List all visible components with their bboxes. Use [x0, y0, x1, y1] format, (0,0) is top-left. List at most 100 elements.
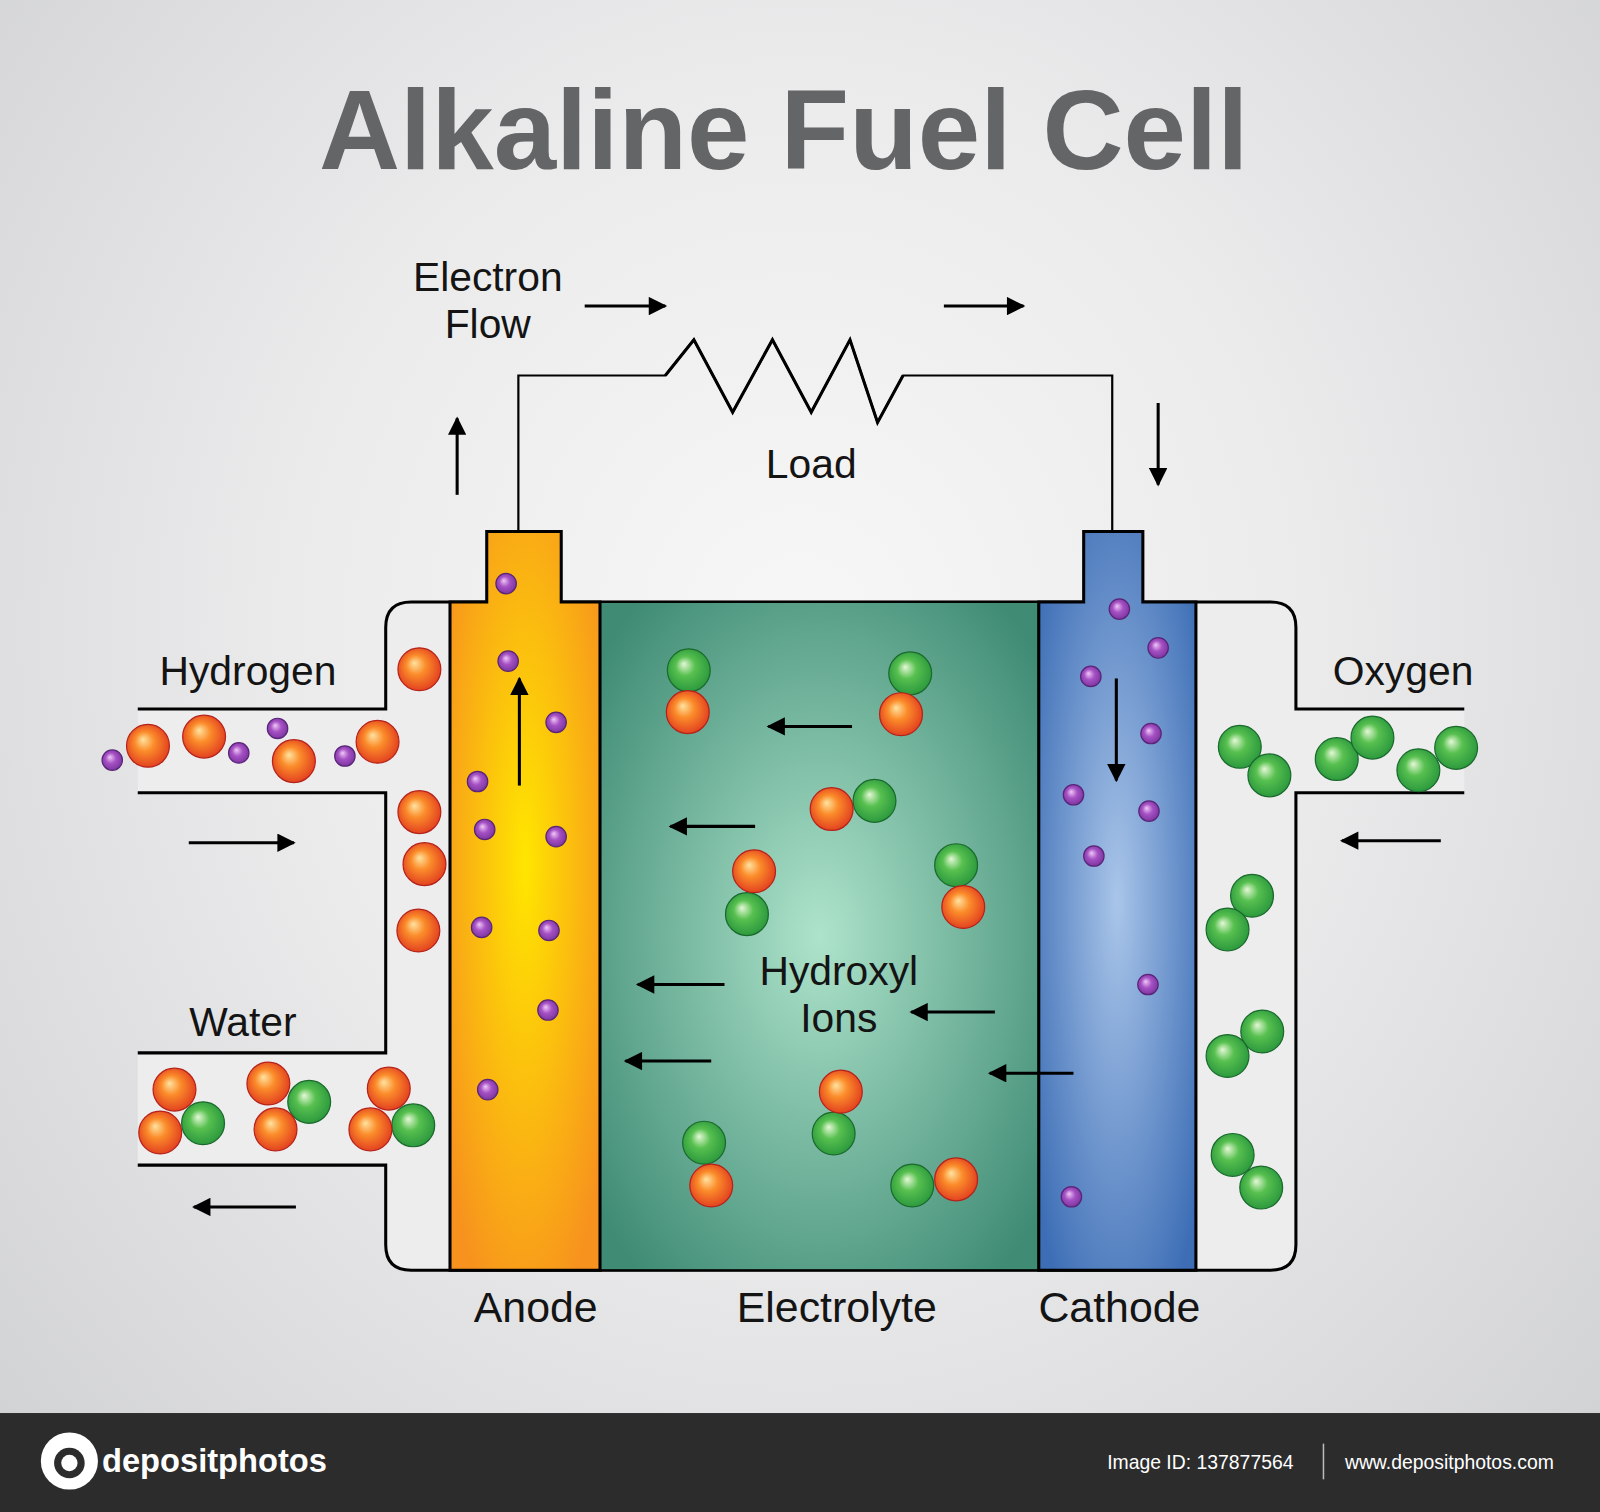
- hydrogen-atom: [398, 648, 441, 691]
- hydrogen-atom: [810, 788, 853, 831]
- electron-dot: [538, 1000, 558, 1020]
- pipe-fill: [138, 1053, 388, 1165]
- footer-divider: [1323, 1444, 1325, 1480]
- hydrogen-atom: [272, 740, 315, 783]
- part-name: Cathode: [1038, 1284, 1200, 1333]
- oxygen-atom: [1248, 754, 1291, 797]
- hydrogen-atom-group: [127, 648, 985, 1207]
- electron-dot: [1138, 974, 1158, 994]
- electron-dot: [1148, 638, 1168, 658]
- electron-dot: [1061, 1187, 1081, 1207]
- hydrogen-atom: [690, 1164, 733, 1207]
- hydrogen-atom: [880, 693, 923, 736]
- hydrogen-atom: [935, 1158, 978, 1201]
- flow-arrows: [189, 306, 1441, 1207]
- flow-arrow: [768, 725, 852, 728]
- hydrogen-atom: [367, 1067, 410, 1110]
- electron-dot: [335, 746, 355, 766]
- oxygen-atom: [1206, 1035, 1249, 1078]
- cathode-band: Cathode: [1039, 602, 1196, 1270]
- electron-dot: [546, 826, 566, 846]
- oxygen-atom: [935, 844, 978, 887]
- flow-arrow: [944, 305, 1024, 308]
- electron-dot: [1084, 846, 1104, 866]
- footer-bar: [0, 1413, 1600, 1512]
- diagram-title: Alkaline Fuel Cell: [319, 66, 1248, 195]
- hydrogen-atom: [254, 1108, 297, 1151]
- oxygen-atom: [1435, 726, 1478, 769]
- oxygen-atom: [889, 652, 932, 695]
- flow-arrow: [1157, 403, 1160, 485]
- electron-dot: [498, 651, 518, 671]
- flow-arrow: [194, 1205, 296, 1208]
- inlet-label: Hydrogen: [160, 648, 337, 695]
- part-name: Anode: [474, 1284, 598, 1333]
- image-id: Image ID: 137877564: [1107, 1451, 1293, 1473]
- flow-arrow: [456, 418, 459, 495]
- hydrogen-atom: [247, 1062, 290, 1105]
- oxygen-atom: [726, 893, 769, 936]
- electron-dot: [229, 743, 249, 763]
- logo-ring: [41, 1432, 98, 1489]
- flow-arrow: [670, 825, 755, 828]
- hydrogen-atom: [183, 715, 226, 758]
- electrolyte-band: ElectrolyteHydroxyl Ions: [600, 602, 1039, 1270]
- oxygen-atom: [392, 1104, 435, 1147]
- circuit-wire: [518, 340, 1112, 602]
- electron-dot: [539, 920, 559, 940]
- electron-dot: [467, 771, 487, 791]
- hydrogen-atom: [942, 886, 985, 929]
- electron-dot: [102, 750, 122, 770]
- logo-lens: [54, 1448, 85, 1479]
- oxygen-atom: [1397, 749, 1440, 792]
- electron-dot: [478, 1079, 498, 1099]
- part-name: Electrolyte: [737, 1284, 937, 1333]
- cell-housing: [138, 602, 1465, 1270]
- oxygen-atom: [288, 1080, 331, 1123]
- flow-arrow: [189, 841, 294, 844]
- flow-arrow: [1115, 678, 1118, 780]
- cathode-band: [1039, 532, 1196, 1271]
- hydrogen-atom: [153, 1068, 196, 1111]
- load-label: Load: [766, 441, 857, 488]
- hydrogen-atom: [733, 850, 776, 893]
- housing-outline: [138, 602, 1465, 1270]
- flow-label: Electron Flow: [386, 254, 590, 348]
- hydrogen-atom: [398, 791, 441, 834]
- electron-dot: [1141, 723, 1161, 743]
- hydrogen-atom: [356, 720, 399, 763]
- electron-dot: [1081, 666, 1101, 686]
- flow-arrow: [911, 1011, 995, 1014]
- oxygen-atom: [683, 1121, 726, 1164]
- electron-dot: [267, 718, 287, 738]
- oxygen-atom: [1240, 1166, 1283, 1209]
- oxygen-atom: [891, 1164, 934, 1207]
- oxygen-atom: [182, 1102, 225, 1145]
- electron-dot: [1109, 599, 1129, 619]
- anode-band: [450, 532, 600, 1271]
- hydrogen-atom: [349, 1108, 392, 1151]
- flow-arrow: [990, 1072, 1074, 1075]
- electron-dot: [474, 819, 494, 839]
- electron-dot: [1063, 785, 1083, 805]
- inlet-label: Oxygen: [1333, 648, 1474, 695]
- footer-ground: [0, 1413, 1600, 1512]
- hydrogen-atom: [403, 843, 446, 886]
- hydrogen-atom: [139, 1111, 182, 1154]
- electron-dot: [1139, 801, 1159, 821]
- oxygen-atom: [1211, 1133, 1254, 1176]
- hydrogen-atom: [666, 691, 709, 734]
- oxygen-atom-group: [182, 649, 1478, 1209]
- electrolyte-band: [600, 602, 1039, 1270]
- hydrogen-atom: [397, 909, 440, 952]
- flow-arrow: [638, 983, 725, 986]
- watermark-url: www.depositphotos.com: [1345, 1451, 1554, 1473]
- oxygen-atom: [1206, 908, 1249, 951]
- oxygen-atom: [812, 1112, 855, 1155]
- hydrogen-atom: [127, 724, 170, 767]
- electrode-bands: [450, 532, 1196, 1271]
- pipe-fill: [138, 709, 388, 793]
- electron-dot-group: [102, 573, 1168, 1207]
- logo-lens-core: [61, 1455, 77, 1471]
